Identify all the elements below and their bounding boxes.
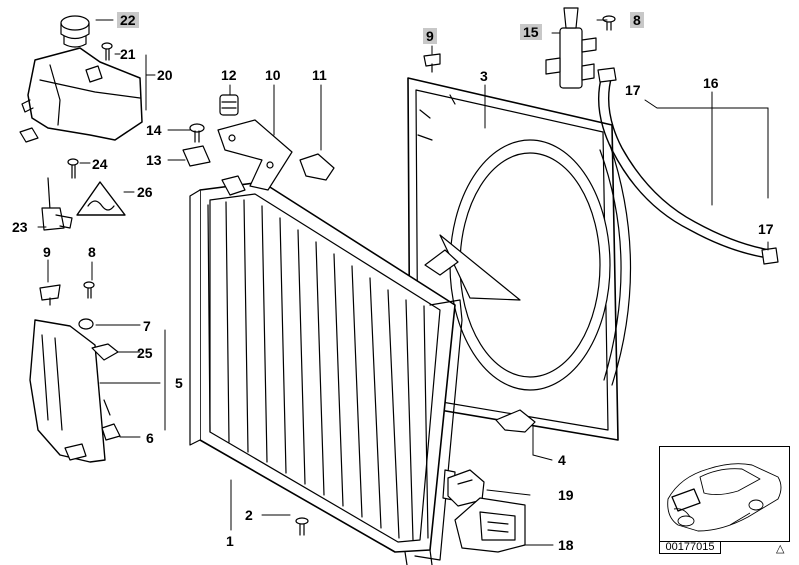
nut-13 (182, 145, 211, 167)
callout-23: 23 (12, 219, 28, 235)
mount-18 (454, 497, 526, 553)
callout-10: 10 (265, 67, 281, 83)
callout-2: 2 (245, 507, 253, 523)
callout-26: 26 (137, 184, 153, 200)
callout-5: 5 (175, 375, 183, 391)
screw-14 (189, 123, 205, 143)
bracket-4 (495, 409, 536, 433)
screw-21 (101, 42, 113, 61)
hook-6 (103, 399, 111, 416)
callout-25: 25 (137, 345, 153, 361)
air-duct-5 (29, 319, 106, 463)
leader-lines (37, 19, 769, 546)
hose-16 (597, 67, 779, 265)
callout-13: 13 (146, 152, 162, 168)
callout-1: 1 (226, 533, 234, 549)
valve-15 (545, 7, 597, 89)
fan-shroud (407, 77, 632, 441)
bracket-10 (217, 119, 293, 191)
screw-8-left (83, 281, 95, 299)
callout-22: 22 (117, 12, 139, 28)
rivet-9-left (39, 284, 61, 306)
callout-11: 11 (312, 67, 327, 83)
rivet-9-top (423, 53, 441, 73)
screw-8-top (602, 15, 616, 31)
callout-15: 15 (520, 24, 542, 40)
callout-19: 19 (558, 487, 574, 503)
screw-2 (295, 517, 309, 536)
warning-label-26 (76, 181, 126, 216)
callout-6: 6 (146, 430, 154, 446)
callout-9-left: 9 (43, 244, 51, 260)
car-outline-icon (667, 463, 782, 532)
callout-17-top: 17 (625, 82, 641, 98)
corner-triangle-mark: △ (776, 543, 785, 555)
callout-12: 12 (221, 67, 237, 83)
callout-7: 7 (143, 318, 151, 334)
sensor-23 (41, 177, 73, 231)
callout-3: 3 (480, 68, 488, 84)
ring-7 (78, 318, 94, 330)
callout-4: 4 (558, 452, 566, 468)
callout-24: 24 (92, 156, 108, 172)
screw-24 (67, 158, 79, 179)
callout-21: 21 (120, 46, 136, 62)
expansion-tank (19, 47, 143, 143)
callout-17-bottom: 17 (758, 221, 774, 237)
callout-9-top: 9 (423, 28, 437, 44)
callout-8-top: 8 (630, 12, 644, 28)
cap-22 (60, 15, 90, 48)
radiator (189, 175, 463, 565)
callout-14: 14 (146, 122, 162, 138)
callout-20: 20 (157, 67, 173, 83)
callout-18: 18 (558, 537, 574, 553)
callout-8-left: 8 (88, 244, 96, 260)
mount-19 (447, 469, 485, 507)
callout-16: 16 (703, 75, 719, 91)
clip-11 (299, 153, 335, 181)
vehicle-locator-inset (659, 446, 790, 542)
bushing-12 (219, 94, 239, 116)
document-number: 00177015 (659, 541, 721, 554)
clip-6 (101, 423, 121, 441)
